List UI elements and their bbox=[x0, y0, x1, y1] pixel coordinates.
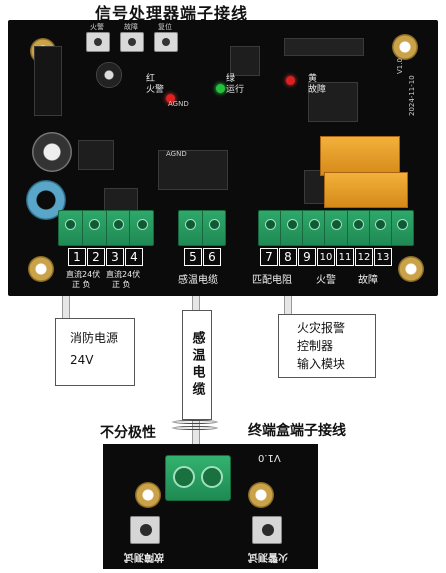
dc2-label-top: 直流24伏 bbox=[106, 270, 141, 279]
ic-chip bbox=[158, 150, 228, 190]
fault-test-label: 故障测试 bbox=[124, 551, 164, 562]
dc1-label-top: 直流24伏 bbox=[66, 270, 101, 279]
pin-row-power: 1 2 3 4 bbox=[68, 248, 144, 266]
sensor-cable-box: 感温电缆 bbox=[182, 310, 212, 420]
fire-output-label: 火警 bbox=[316, 275, 336, 286]
pin-2: 2 bbox=[87, 248, 105, 266]
pin-row-sensor: 5 6 bbox=[184, 248, 222, 266]
controller-box: 火灾报警 控制器 输入模块 bbox=[278, 314, 376, 378]
mcu-chip bbox=[230, 46, 260, 76]
fire-button-label: 火警 bbox=[90, 23, 104, 31]
relay-bottom bbox=[324, 172, 408, 208]
pin-1: 1 bbox=[68, 248, 86, 266]
cable-break-mark bbox=[172, 420, 218, 424]
signal-processor-board: 火警 故障 复位 红火警 绿运行 黄故障 AGND AGND V1.0 2024… bbox=[8, 20, 438, 296]
dc2-label-bottom: 正 负 bbox=[112, 280, 131, 289]
ic-chip bbox=[78, 140, 114, 170]
agnd-label: AGND bbox=[168, 100, 189, 108]
pin-9: 9 bbox=[298, 248, 316, 266]
reset-button[interactable] bbox=[154, 32, 178, 52]
controller-wire bbox=[284, 296, 292, 314]
pin-10: 10 bbox=[317, 248, 335, 266]
fault-button-label: 故障 bbox=[124, 23, 138, 31]
terminal-block-output bbox=[258, 210, 414, 246]
fault-output-label: 故障 bbox=[358, 275, 378, 286]
fire-test-button[interactable] bbox=[252, 516, 282, 544]
polarity-note: 不分极性 bbox=[100, 425, 156, 441]
pin-5: 5 bbox=[184, 248, 202, 266]
transformer bbox=[34, 46, 62, 116]
fire-test-label: 火警测试 bbox=[248, 551, 288, 562]
cable-break-mark bbox=[172, 426, 218, 430]
ic-chip bbox=[308, 82, 358, 122]
relay-top bbox=[320, 136, 400, 176]
pin-13: 13 bbox=[374, 248, 392, 266]
yellow-led-label: 黄故障 bbox=[308, 74, 327, 95]
dc1-label-bottom: 正 负 bbox=[72, 280, 91, 289]
green-led-label: 绿运行 bbox=[226, 74, 245, 95]
mount-hole-icon bbox=[248, 482, 274, 508]
connector-header bbox=[284, 38, 364, 56]
agnd-label-2: AGND bbox=[166, 150, 187, 158]
screw-icon bbox=[173, 466, 195, 488]
pin-3: 3 bbox=[106, 248, 124, 266]
mount-hole-icon bbox=[398, 256, 424, 282]
mount-hole-icon bbox=[135, 482, 161, 508]
pin-12: 12 bbox=[355, 248, 373, 266]
red-led-icon bbox=[166, 94, 175, 103]
sensor-cable-label: 感温电缆 bbox=[178, 275, 218, 286]
controller-box-line1: 火灾报警 bbox=[297, 321, 346, 335]
yellow-led-icon bbox=[286, 76, 295, 85]
pin-7: 7 bbox=[260, 248, 278, 266]
version-label: V1.0 bbox=[396, 58, 404, 74]
power-box-line1: 消防电源 bbox=[70, 331, 119, 345]
mount-hole-icon bbox=[392, 34, 418, 60]
green-led-icon bbox=[216, 84, 225, 93]
ic-chip bbox=[104, 188, 138, 212]
pin-4: 4 bbox=[125, 248, 143, 266]
fault-button[interactable] bbox=[120, 32, 144, 52]
controller-box-line3: 输入模块 bbox=[297, 357, 346, 371]
capacitor-icon bbox=[96, 62, 122, 88]
terminal-block-power bbox=[58, 210, 154, 246]
pin-6: 6 bbox=[203, 248, 221, 266]
controller-box-line2: 控制器 bbox=[297, 339, 334, 353]
power-box-line2: 24V bbox=[70, 353, 94, 367]
terminal-version-label: V1.0 bbox=[258, 452, 281, 463]
terminal-box-connector bbox=[165, 455, 231, 501]
terminal-block-sensor bbox=[178, 210, 226, 246]
terminal-box-heading: 终端盒端子接线 bbox=[248, 423, 346, 439]
pin-8: 8 bbox=[279, 248, 297, 266]
capacitor-icon bbox=[32, 132, 72, 172]
date-label: 2024-11-10 bbox=[408, 75, 416, 116]
fire-button[interactable] bbox=[86, 32, 110, 52]
fault-test-button[interactable] bbox=[130, 516, 160, 544]
mount-hole-icon bbox=[28, 256, 54, 282]
power-box: 消防电源 24V bbox=[55, 318, 135, 386]
resistor-label: 匹配电阻 bbox=[252, 275, 292, 286]
red-led-label: 红火警 bbox=[146, 74, 165, 95]
power-wire bbox=[62, 296, 70, 318]
pin-11: 11 bbox=[336, 248, 354, 266]
screw-icon bbox=[201, 466, 223, 488]
reset-button-label: 复位 bbox=[158, 23, 172, 31]
pin-row-output: 7 8 9 10 11 12 13 bbox=[260, 248, 393, 266]
page-title: 信号处理器端子接线 bbox=[95, 4, 249, 23]
